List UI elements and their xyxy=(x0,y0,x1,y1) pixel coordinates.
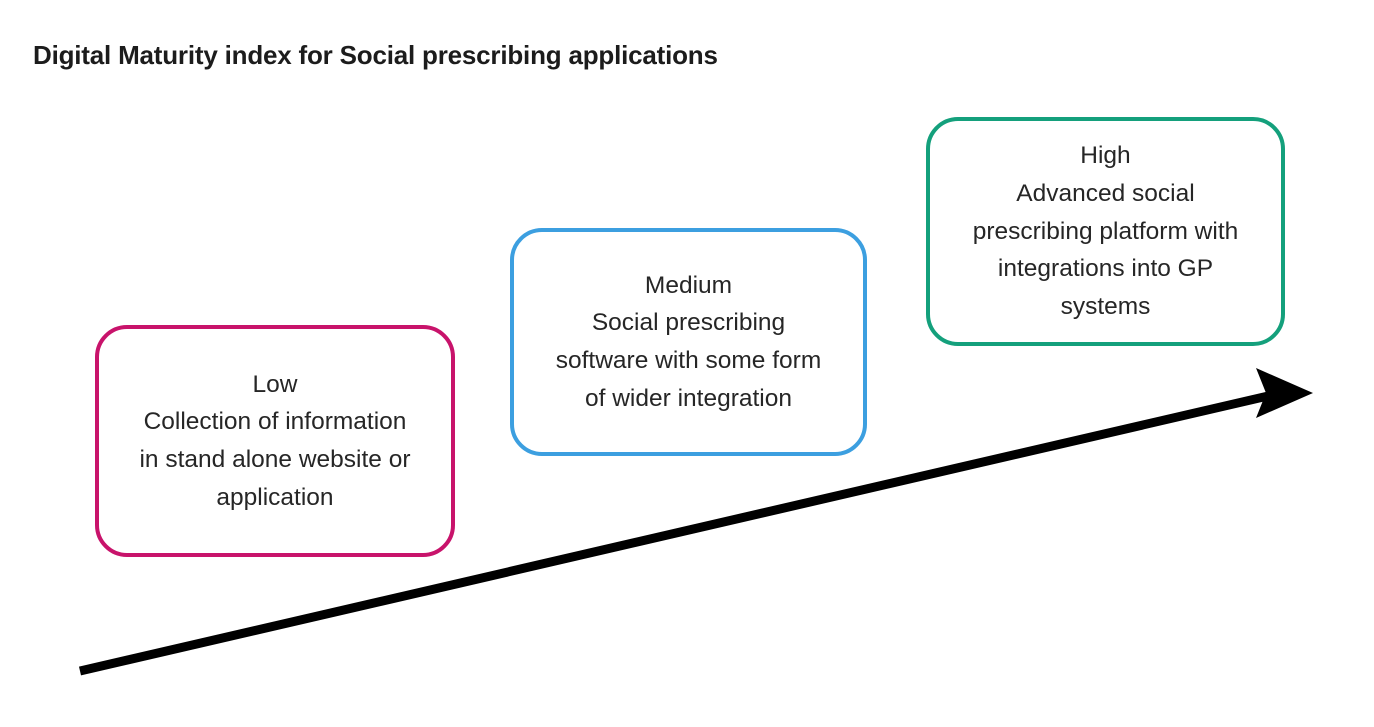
stage-text-medium: Medium Social prescribing software with … xyxy=(556,267,822,418)
arrow-head xyxy=(1256,368,1313,418)
stage-label-medium: Medium xyxy=(644,271,733,299)
stage-text-high: High Advanced social prescribing platfor… xyxy=(973,137,1239,326)
stage-text-low: Low Collection of information in stand a… xyxy=(139,366,410,517)
stage-desc-line-low-1: Collection of information xyxy=(143,408,407,436)
stage-desc-line-high-1: Advanced social xyxy=(1016,179,1195,207)
stage-box-high[interactable]: High Advanced social prescribing platfor… xyxy=(926,117,1285,346)
stage-desc-line-low-2: in stand alone website or xyxy=(139,446,411,473)
stage-desc-line-high-2: prescribing platform with xyxy=(972,217,1239,245)
stage-box-low[interactable]: Low Collection of information in stand a… xyxy=(95,325,455,557)
stage-label-high: High xyxy=(1080,142,1131,170)
stage-desc-line-low-3: application xyxy=(216,483,334,511)
stage-desc-line-medium-2: software with some form xyxy=(555,347,822,374)
stage-box-medium[interactable]: Medium Social prescribing software with … xyxy=(510,228,867,456)
stage-desc-line-high-4: systems xyxy=(1060,293,1151,321)
stage-desc-line-high-3: integrations into GP xyxy=(997,255,1214,283)
stage-desc-line-medium-3: of wider integration xyxy=(584,384,792,412)
stage-desc-line-medium-1: Social prescribing xyxy=(591,309,786,337)
page-title: Digital Maturity index for Social prescr… xyxy=(33,40,718,70)
stage-label-low: Low xyxy=(252,370,298,398)
